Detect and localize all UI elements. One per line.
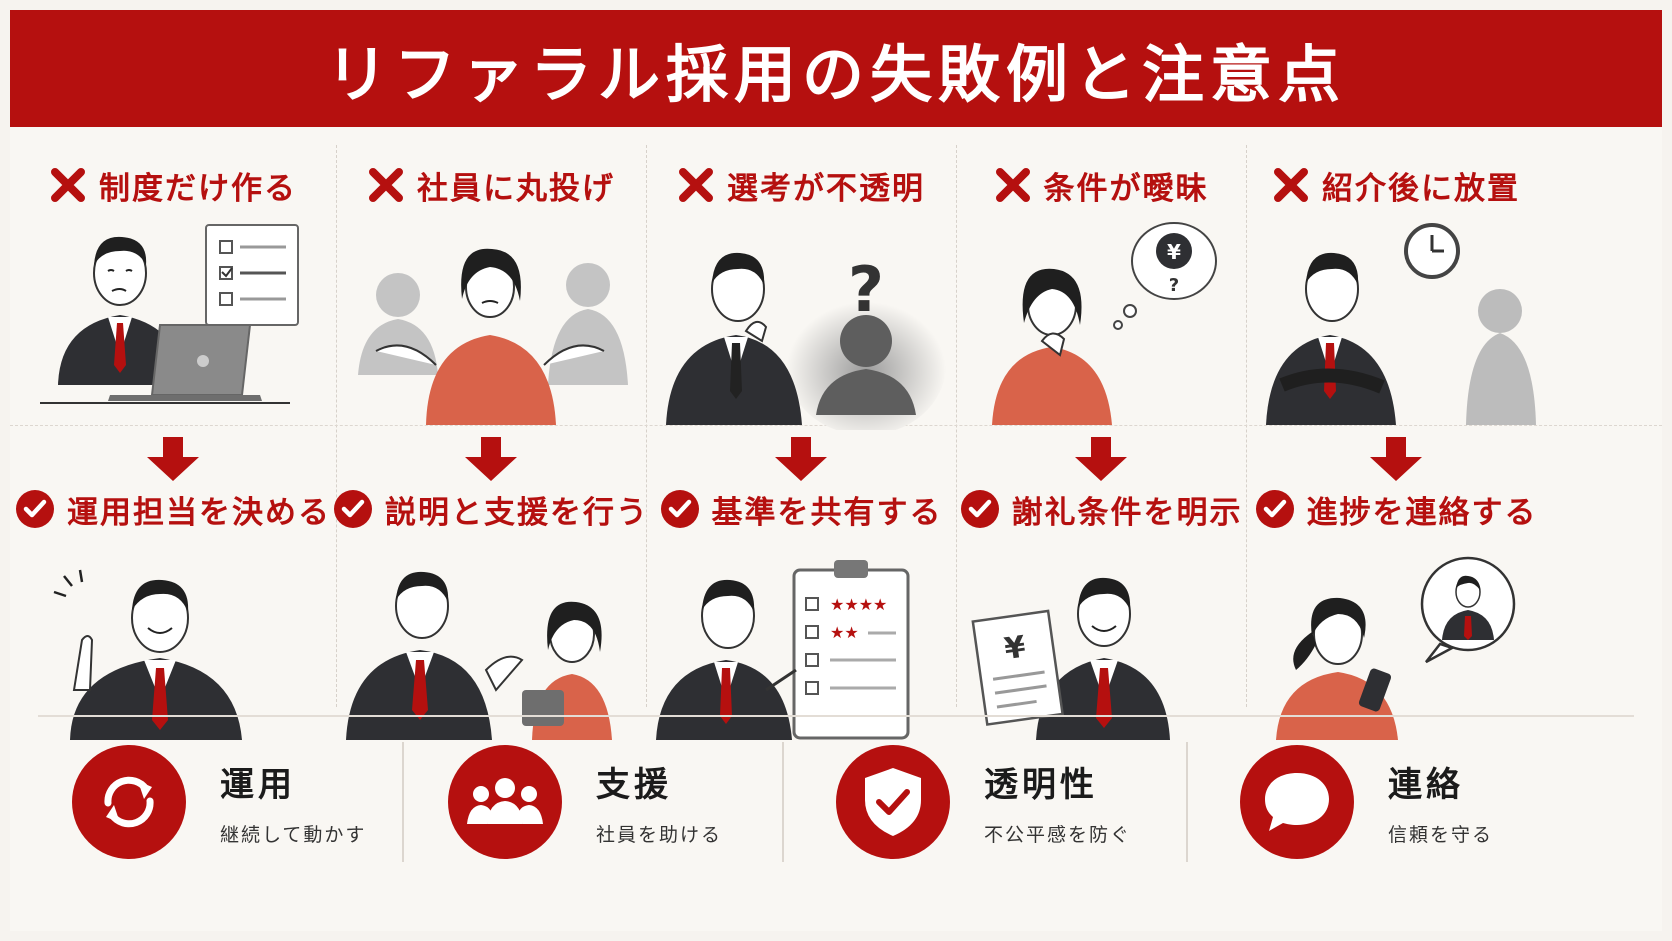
illustration-man-with-clipboard: ★★★★ ★★ <box>656 560 910 740</box>
footer-subtitle: 継続して動かす <box>220 824 367 846</box>
fail-label: 社員に丸投げ <box>417 170 615 207</box>
column-2: 社員に丸投げ 説明と支援を行う <box>333 145 649 870</box>
question-mark-text: ? <box>848 253 884 326</box>
column-1: 制度だけ作る <box>10 145 336 870</box>
footer-separator <box>1186 742 1188 862</box>
page-title: リファラル採用の失敗例と注意点 <box>325 37 1346 111</box>
fix-heading: 謝礼条件を明示 <box>956 487 1246 531</box>
x-mark-icon <box>677 166 715 204</box>
footer-subtitle: 信頼を守る <box>1388 824 1494 846</box>
people-icon <box>448 745 562 859</box>
illustration-woman-thinking-yen: ¥ ? <box>992 222 1217 425</box>
illustration-man-laptop-checklist <box>40 224 299 404</box>
fail-heading: 制度だけ作る <box>10 163 336 207</box>
yen-text: ¥ <box>1167 240 1181 264</box>
arrow-down-icon <box>1075 437 1127 481</box>
fail-heading: 紹介後に放置 <box>1246 163 1546 207</box>
fix-label: 運用担当を決める <box>67 494 331 531</box>
arrow-down-icon <box>775 437 827 481</box>
footer-title: 透明性 <box>984 765 1098 805</box>
refresh-icon <box>72 745 186 859</box>
illustration-man-explaining-to-woman <box>346 571 612 740</box>
x-mark-icon <box>994 166 1032 204</box>
fix-label: 基準を共有する <box>711 494 943 531</box>
fix-label: 説明と支援を行う <box>385 494 649 531</box>
footer-item-transparency: 透明性 不公平感を防ぐ <box>836 727 1131 877</box>
arrow-down-icon <box>465 437 517 481</box>
check-circle-icon <box>15 489 55 529</box>
illustration-woman-with-phone <box>1276 556 1516 740</box>
fix-heading: 運用担当を決める <box>10 487 336 531</box>
x-mark-icon <box>49 166 87 204</box>
document-yen-text: ¥ <box>1002 630 1028 668</box>
footer-subtitle: 不公平感を防ぐ <box>984 824 1132 846</box>
x-mark-icon <box>367 166 405 204</box>
footer-divider <box>38 715 1634 717</box>
arrow-down-icon <box>147 437 199 481</box>
svg-text:★★★★: ★★★★ <box>830 595 887 614</box>
title-banner: リファラル採用の失敗例と注意点 <box>10 10 1662 127</box>
x-mark-icon <box>1272 166 1310 204</box>
footer-title: 支援 <box>596 765 672 805</box>
footer-separator <box>782 742 784 862</box>
column-4: 条件が曖昧 ¥ ? 謝礼条件を明示 <box>956 145 1246 870</box>
illustration-man-thinking-silhouette: ? <box>666 252 946 430</box>
footer-title: 連絡 <box>1388 765 1464 805</box>
footer-item-operation: 運用 継続して動かす <box>72 727 366 877</box>
fix-heading: 進捗を連絡する <box>1246 487 1546 531</box>
check-circle-icon <box>960 489 1000 529</box>
column-3: 選考が不透明 ? 基準 <box>646 145 956 870</box>
footer-subtitle: 社員を助ける <box>596 824 723 846</box>
illustration-man-pointing-up <box>53 569 242 740</box>
column-divider <box>646 145 647 707</box>
fix-label: 進捗を連絡する <box>1306 494 1538 531</box>
illustration-man-with-yen-document: ¥ <box>971 577 1170 740</box>
chat-bubble-icon <box>1240 745 1354 859</box>
illustration-woman-shrugging <box>358 248 628 425</box>
content-panel: 制度だけ作る <box>10 127 1662 931</box>
column-divider <box>1246 145 1247 707</box>
fail-label: 選考が不透明 <box>727 170 925 207</box>
shield-check-icon <box>836 745 950 859</box>
fail-label: 制度だけ作る <box>99 170 297 207</box>
illustration-man-arms-crossed-clock <box>1266 223 1536 425</box>
fail-heading: 選考が不透明 <box>646 163 956 207</box>
fix-heading: 説明と支援を行う <box>333 487 649 531</box>
column-divider <box>336 145 337 707</box>
footer-separator <box>402 742 404 862</box>
fail-heading: 条件が曖昧 <box>956 163 1246 207</box>
check-circle-icon <box>333 489 373 529</box>
check-circle-icon <box>1255 489 1295 529</box>
footer-title: 運用 <box>220 765 296 805</box>
question-small-text: ? <box>1169 275 1179 296</box>
fail-label: 条件が曖昧 <box>1043 170 1209 207</box>
column-5: 紹介後に放置 進捗を連絡する <box>1246 145 1546 870</box>
footer-item-support: 支援 社員を助ける <box>448 727 722 877</box>
fail-heading: 社員に丸投げ <box>336 163 646 207</box>
fail-label: 紹介後に放置 <box>1322 170 1520 207</box>
footer-item-contact: 連絡 信頼を守る <box>1240 727 1493 877</box>
check-circle-icon <box>660 489 700 529</box>
fix-label: 謝礼条件を明示 <box>1011 494 1243 531</box>
svg-text:★★: ★★ <box>830 623 859 642</box>
arrow-down-icon <box>1370 437 1422 481</box>
fix-heading: 基準を共有する <box>646 487 956 531</box>
column-divider <box>956 145 957 707</box>
